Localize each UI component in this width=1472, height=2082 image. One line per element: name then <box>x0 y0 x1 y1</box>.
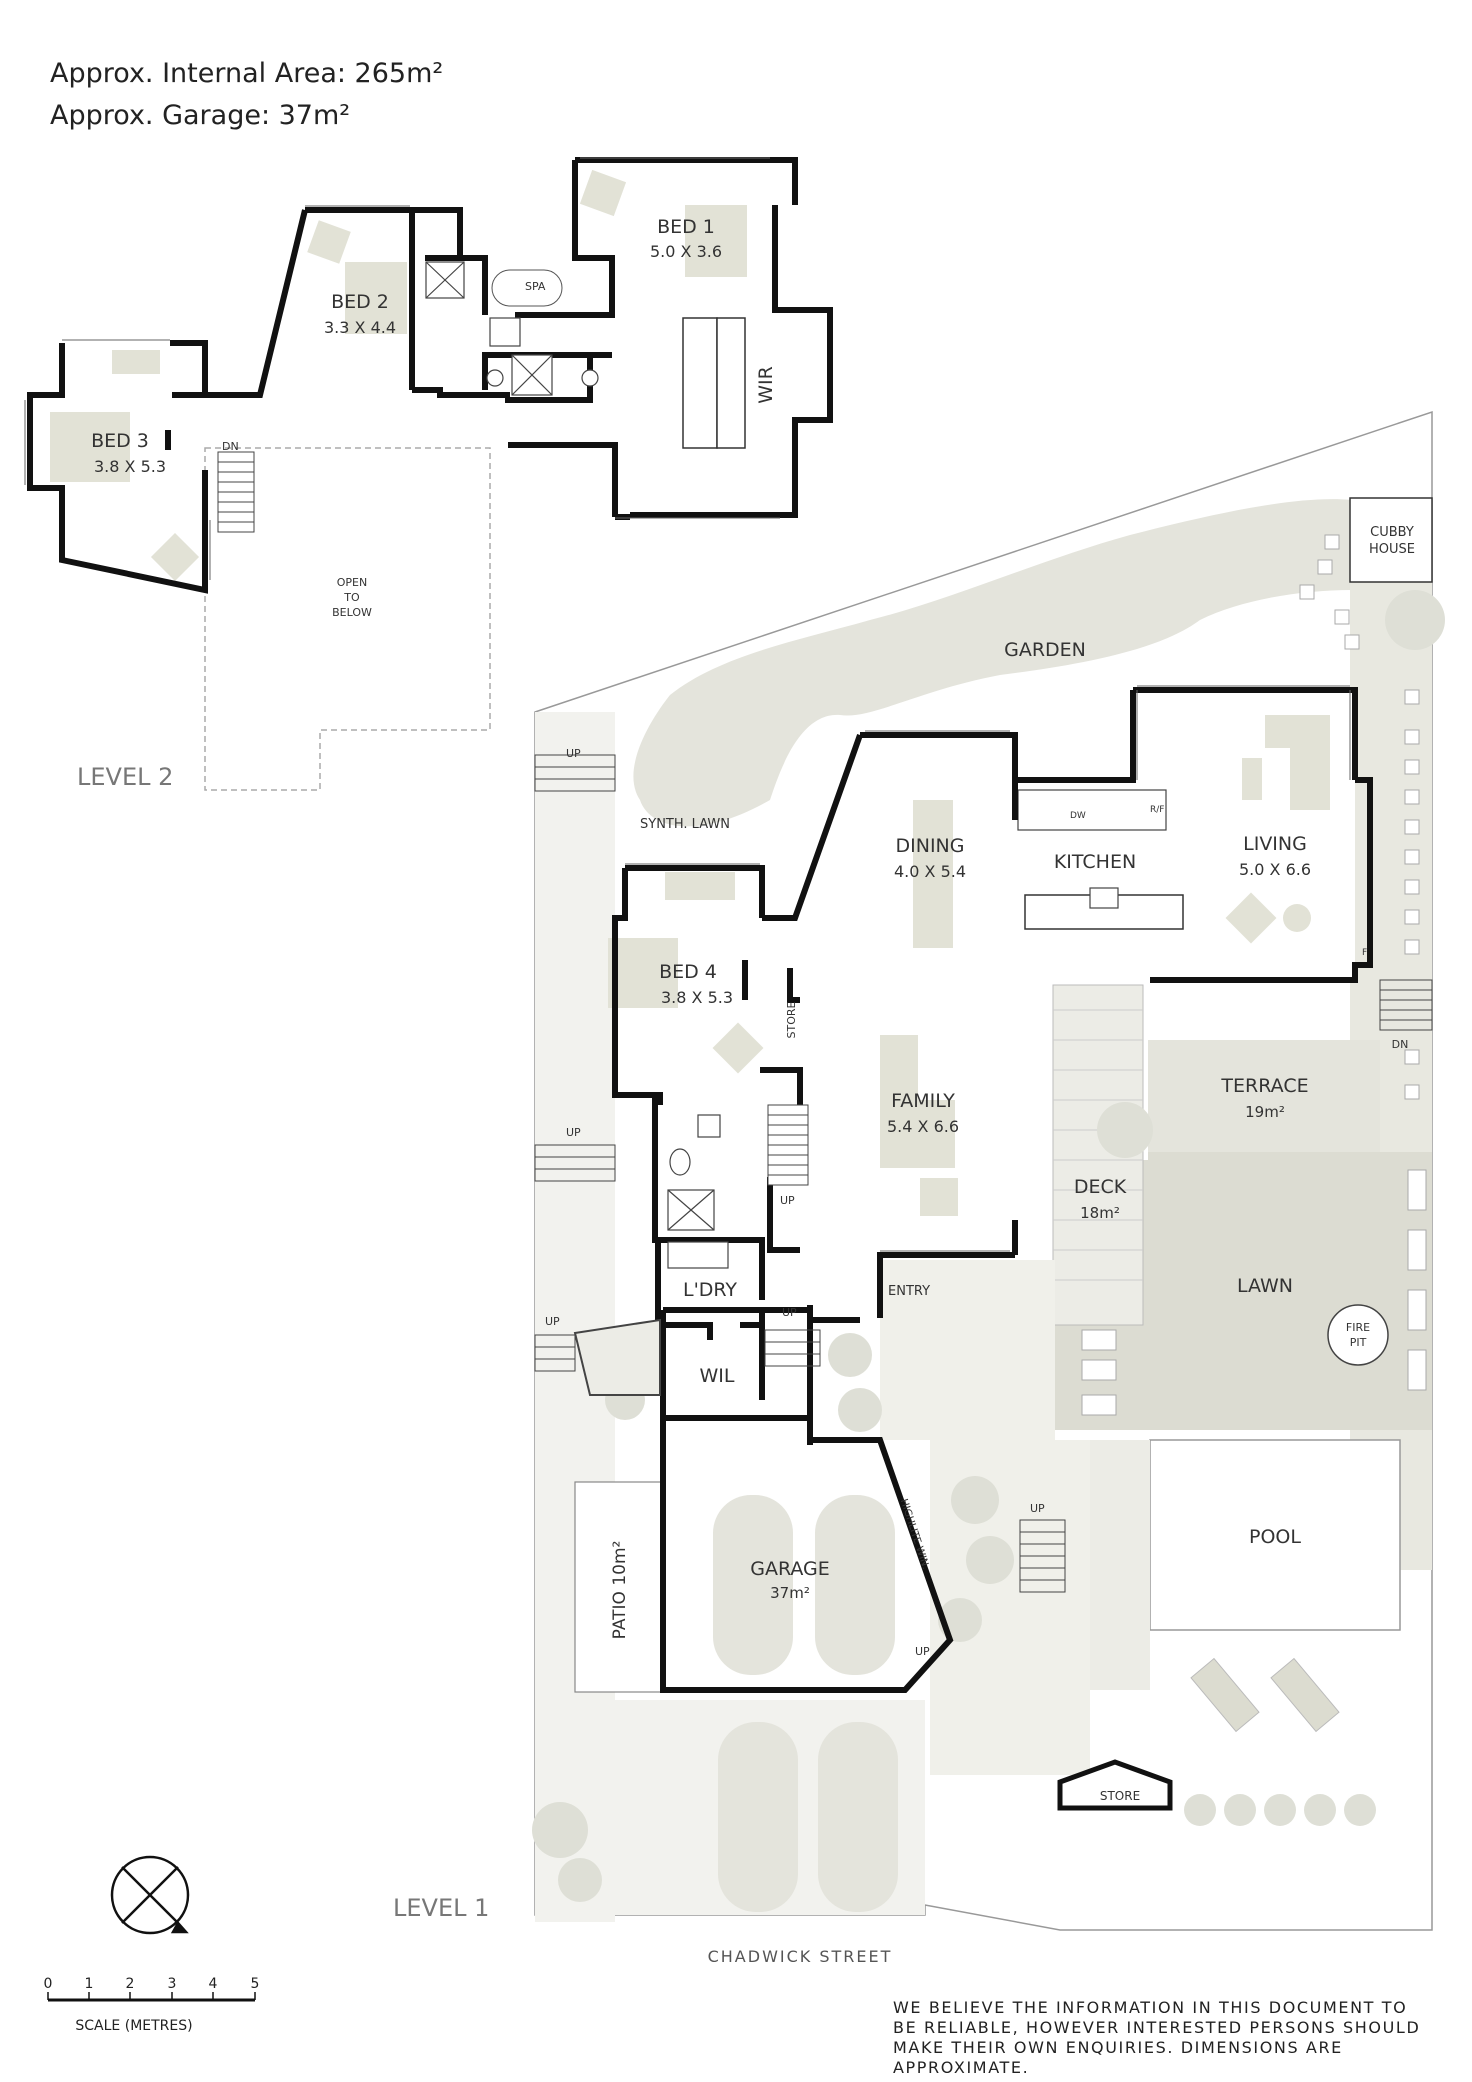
synth-lawn-label: SYNTH. LAWN <box>640 817 730 832</box>
kitchen-label: KITCHEN <box>1054 851 1136 873</box>
lawn-label: LAWN <box>1237 1275 1293 1297</box>
car-garage-1 <box>713 1495 793 1675</box>
dn-label-level2: DN <box>222 440 239 453</box>
cubby-line2: HOUSE <box>1369 542 1415 557</box>
scale-bar: 0 1 2 3 4 5 SCALE (METRES) <box>44 1976 260 2034</box>
open-to-below-line3: BELOW <box>332 606 372 619</box>
garage-dims: 37m² <box>770 1584 810 1602</box>
lawn-area <box>1055 1152 1432 1430</box>
family-dims: 5.4 X 6.6 <box>887 1117 959 1136</box>
bed1-dims: 5.0 X 3.6 <box>650 242 722 261</box>
up-label-garage: UP <box>915 1645 930 1658</box>
family-label: FAMILY <box>891 1090 955 1112</box>
dw-label: DW <box>1070 811 1086 821</box>
bed1-label: BED 1 <box>657 216 715 238</box>
fire-pit-line2: PIT <box>1350 1336 1367 1349</box>
terrace-label: TERRACE <box>1220 1075 1308 1097</box>
open-to-below-line1: OPEN <box>337 576 367 589</box>
deck-dims: 18m² <box>1080 1204 1120 1222</box>
store-label-pool: STORE <box>1100 1789 1140 1803</box>
dining-dims: 4.0 X 5.4 <box>894 862 966 881</box>
bed3-label: BED 3 <box>91 430 149 452</box>
scale-tick-4: 4 <box>209 1976 218 1992</box>
living-dims: 5.0 X 6.6 <box>1239 860 1311 879</box>
fire-pit <box>1327 1304 1389 1366</box>
north-arrow-icon <box>110 1855 190 1935</box>
pool-area <box>1149 1439 1401 1631</box>
up-label-stair: UP <box>780 1194 795 1207</box>
living-label: LIVING <box>1243 833 1307 855</box>
scale-tick-1: 1 <box>85 1976 94 1992</box>
spa-label: SPA <box>525 280 546 293</box>
bed4-label: BED 4 <box>659 961 717 983</box>
up-label-pool: UP <box>1030 1502 1045 1515</box>
garage-label: GARAGE <box>750 1558 830 1580</box>
level-2-label: LEVEL 2 <box>77 763 173 791</box>
dn-label-terrace: DN <box>1392 1038 1409 1051</box>
cubby-house <box>1349 497 1433 583</box>
dining-label: DINING <box>896 835 965 857</box>
up-label-1: UP <box>566 747 581 760</box>
wir-label: WIR <box>755 366 777 404</box>
bed3-dims: 3.8 X 5.3 <box>94 457 166 476</box>
car-driveway-1 <box>718 1722 798 1912</box>
garage-area-text: Approx. Garage: 37m² <box>50 100 351 131</box>
bed2-label: BED 2 <box>331 291 389 313</box>
laundry-label: L'DRY <box>683 1279 737 1301</box>
garden-area <box>633 499 1352 827</box>
patio-area <box>574 1481 664 1693</box>
disclaimer-text: WE BELIEVE THE INFORMATION IN THIS DOCUM… <box>893 1998 1421 2077</box>
scale-tick-5: 5 <box>251 1976 260 1992</box>
scale-tick-0: 0 <box>44 1976 53 1992</box>
cubby-line1: CUBBY <box>1370 525 1414 540</box>
site-landscape <box>532 410 1445 1931</box>
terrace-dims: 19m² <box>1245 1103 1285 1121</box>
open-to-below-line2: TO <box>343 591 360 604</box>
car-garage-2 <box>815 1495 895 1675</box>
deck-label: DECK <box>1074 1176 1127 1198</box>
up-label-4: UP <box>782 1306 797 1319</box>
highlite-win-label: HIGHLITE WIN. <box>898 1498 931 1571</box>
rf-label: R/F <box>1150 805 1164 815</box>
level-2-plan <box>24 157 833 791</box>
open-to-below <box>204 447 491 791</box>
f-label: F <box>1362 948 1367 958</box>
level-1-label: LEVEL 1 <box>393 1894 489 1922</box>
up-label-2: UP <box>566 1126 581 1139</box>
scale-tick-3: 3 <box>168 1976 177 1992</box>
pool-label: POOL <box>1249 1526 1301 1548</box>
store-label-interior: STORE <box>785 1001 798 1038</box>
up-label-3: UP <box>545 1315 560 1328</box>
fire-pit-line1: FIRE <box>1346 1321 1370 1334</box>
street-label: CHADWICK STREET <box>708 1947 893 1966</box>
scale-label: SCALE (METRES) <box>75 2018 192 2034</box>
internal-area-text: Approx. Internal Area: 265m² <box>50 58 444 89</box>
garden-label: GARDEN <box>1004 639 1086 661</box>
car-driveway-2 <box>818 1722 898 1912</box>
scale-tick-2: 2 <box>126 1976 135 1992</box>
entry-label: ENTRY <box>888 1284 930 1299</box>
terrace-area <box>1148 1040 1380 1152</box>
level-1-plan <box>534 685 1433 1811</box>
bed2-dims: 3.3 X 4.4 <box>324 318 396 337</box>
bed4-dims: 3.8 X 5.3 <box>661 988 733 1007</box>
wil-label: WIL <box>700 1365 735 1387</box>
patio-label: PATIO 10m² <box>610 1541 630 1640</box>
